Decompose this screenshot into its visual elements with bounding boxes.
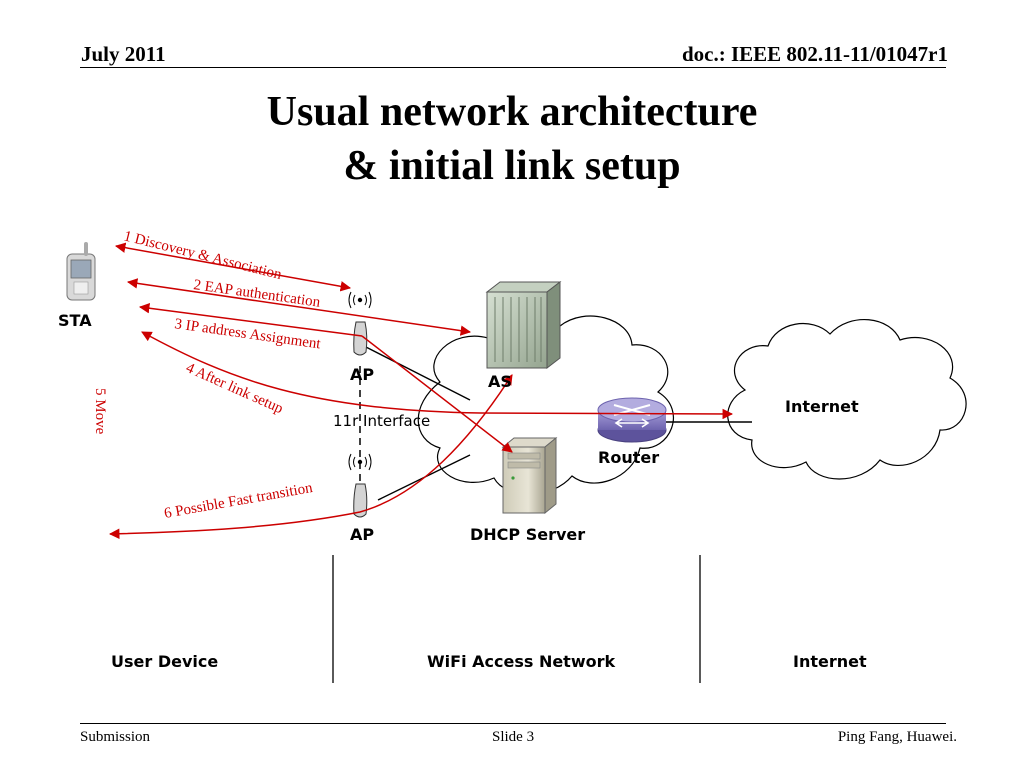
step2-arrow [126, 278, 472, 336]
sta-label: STA [58, 311, 92, 330]
sta-phone-icon [66, 242, 96, 301]
internet-cloud-label: Internet [785, 397, 859, 416]
footer-rule [80, 723, 946, 724]
step6-label: 6 Possible Fast transition [163, 480, 314, 522]
ap1-icon [348, 291, 372, 356]
dhcp-server-icon [501, 436, 558, 515]
internet-cloud [727, 319, 967, 480]
region-label-user-device: User Device [111, 652, 218, 671]
11r-interface-label: 11r Interface [333, 412, 430, 430]
step5-label: 5 Move [92, 388, 108, 435]
step2-label: 2 EAP authentication [192, 277, 321, 311]
step1-label: 1 Discovery & Association [122, 228, 284, 283]
slide-title-line2: & initial link setup [343, 143, 681, 189]
as-server-icon [485, 280, 562, 370]
footer-slide-number: Slide 3 [492, 729, 535, 745]
header-date: July 2011 [81, 42, 166, 66]
dhcp-label: DHCP Server [470, 525, 585, 544]
region-label-wifi-network: WiFi Access Network [427, 652, 615, 671]
header-rule [80, 67, 946, 68]
as-label: AS [488, 372, 512, 391]
router-label: Router [598, 448, 659, 467]
footer-author: Ping Fang, Huawei. [837, 729, 957, 745]
ap1-label: AP [350, 365, 374, 384]
step6-arrow [108, 374, 513, 540]
footer-submission: Submission [80, 729, 151, 745]
header-doc-id: doc.: IEEE 802.11-11/01047r1 [681, 42, 948, 66]
step4-label: 4 After link setup [183, 360, 285, 417]
region-label-internet: Internet [793, 652, 867, 671]
ap2-icon [348, 453, 372, 518]
router-icon [597, 397, 667, 443]
step3-arrow-to-sta [138, 303, 363, 337]
ap2-label: AP [350, 525, 374, 544]
slide-title-line1: Usual network architecture [266, 89, 758, 135]
